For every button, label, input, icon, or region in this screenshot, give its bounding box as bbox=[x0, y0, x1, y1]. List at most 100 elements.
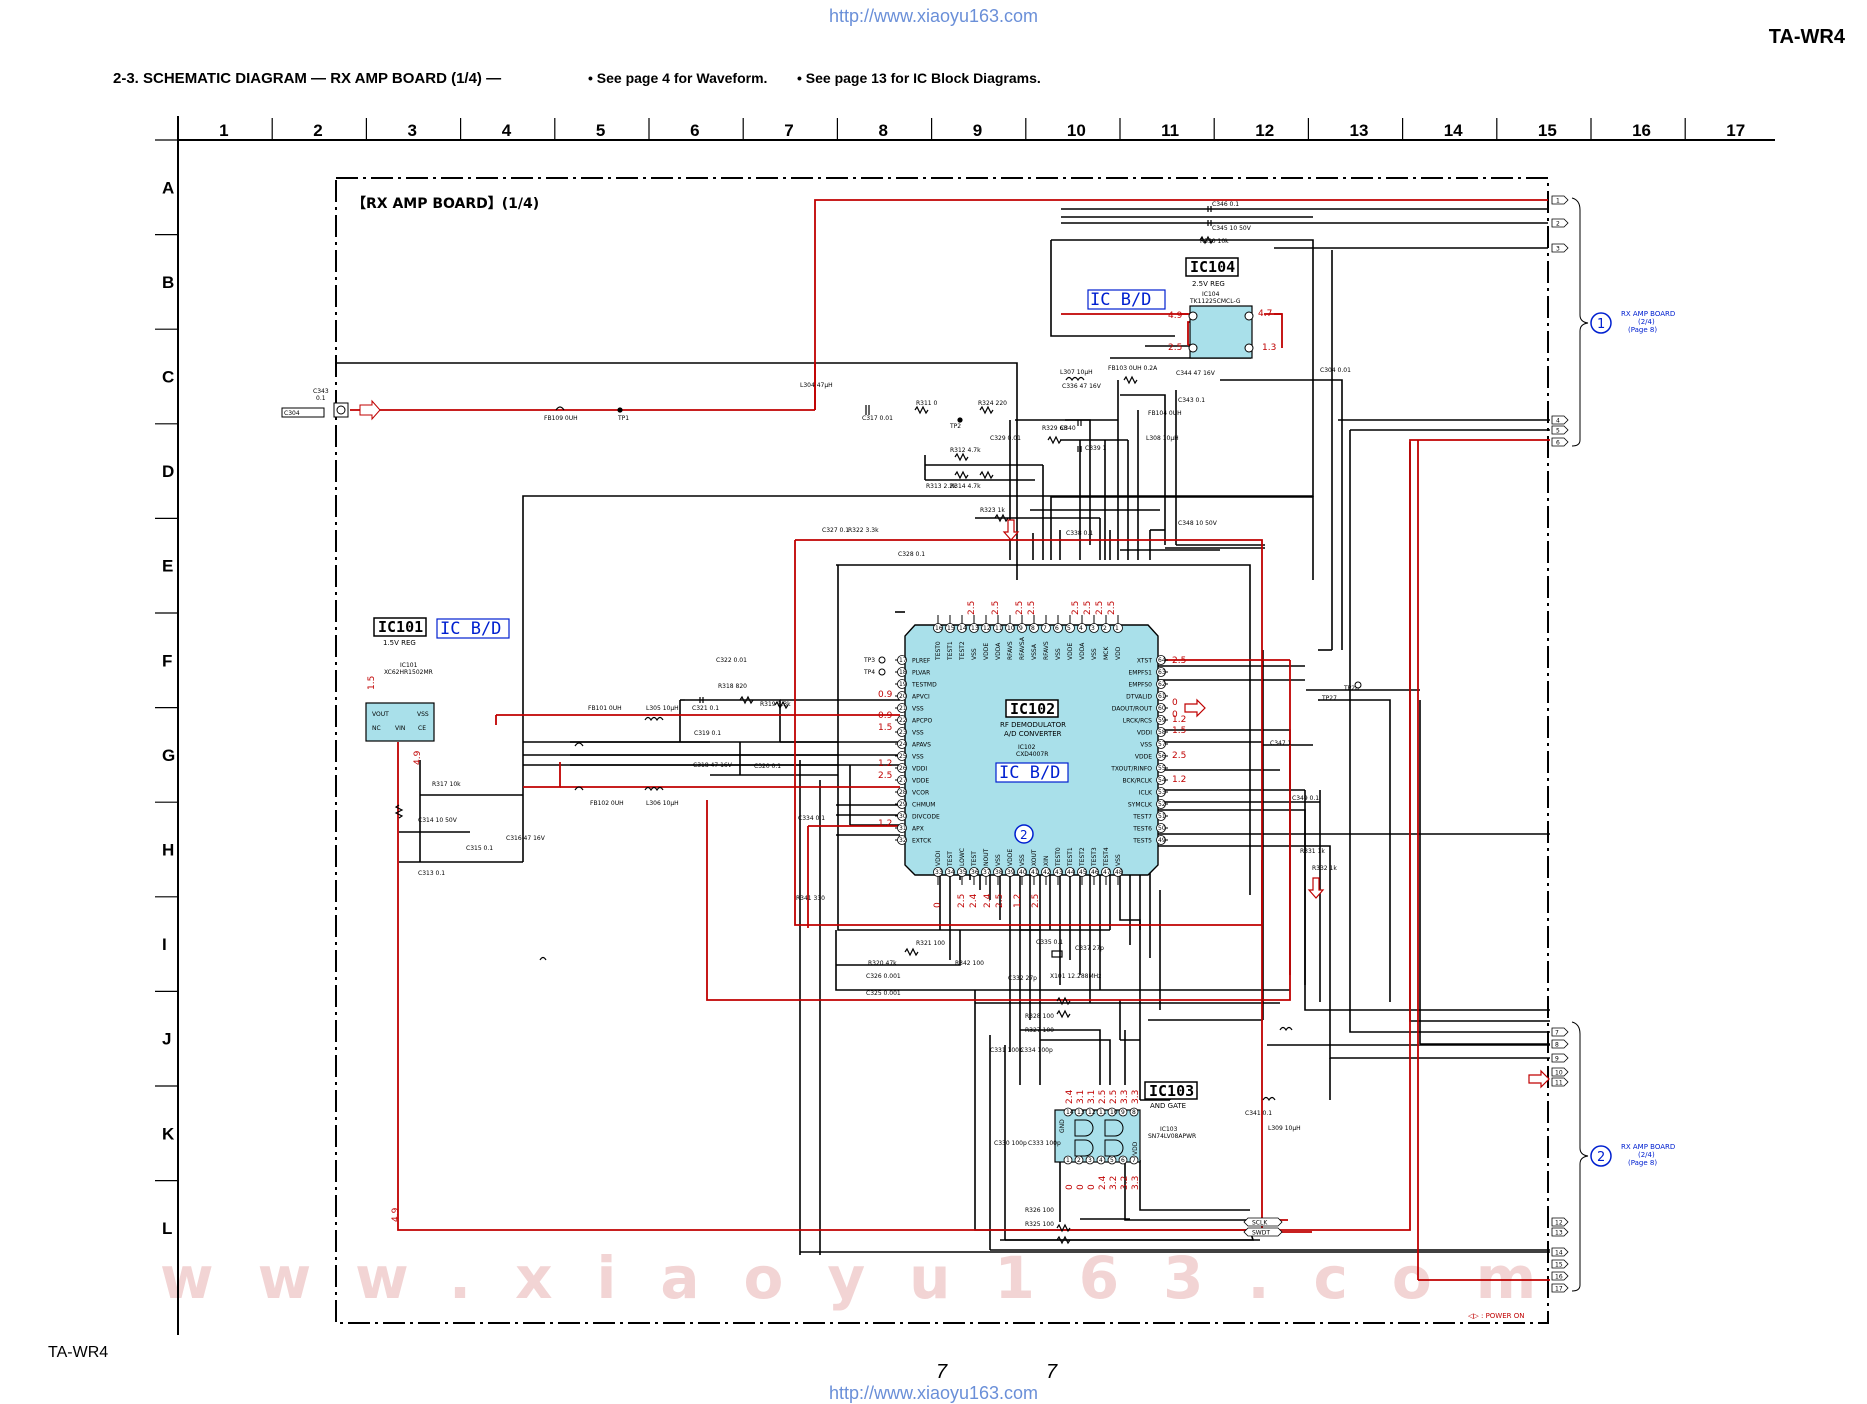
ic102-pin-num: 3 bbox=[1091, 625, 1095, 632]
ic103-desc: AND GATE bbox=[1150, 1102, 1186, 1110]
component-c340: C340 bbox=[1060, 425, 1076, 432]
ic103-pin-num: 12 bbox=[1088, 1109, 1096, 1116]
ic102-pin-vdde: VDDE bbox=[1135, 754, 1152, 761]
component-x101: X101 12.288MHz bbox=[1050, 973, 1101, 980]
ic101-bd-link[interactable]: IC B/D bbox=[440, 619, 501, 639]
voltage-label: 2.5 bbox=[967, 601, 977, 615]
ic104-out-voltage: 2.5 bbox=[1168, 343, 1182, 353]
ic102-left-voltages: 0.90.91.51.22.51.2 bbox=[878, 690, 893, 829]
ic102-pin-test2: TEST2 bbox=[959, 641, 966, 661]
ic102-pin-num: 60 bbox=[1158, 705, 1166, 712]
ic102-pin-num: 26 bbox=[899, 765, 907, 772]
ic102-bd-link[interactable]: IC B/D bbox=[999, 763, 1060, 783]
voltage-label: 2.4 bbox=[969, 893, 979, 908]
grid-col-15: 15 bbox=[1538, 121, 1557, 140]
header-url[interactable]: http://www.xiaoyu163.com bbox=[828, 6, 1039, 26]
grid-row-D: D bbox=[162, 462, 174, 481]
component-r320: R320 47k bbox=[868, 960, 897, 967]
ic102-pin-vss: VSS bbox=[912, 754, 924, 761]
page-number-right: 7 bbox=[1046, 1361, 1058, 1383]
ic101-part: XC62HR1502MR bbox=[384, 669, 433, 676]
voltage-label: 0 bbox=[1087, 1184, 1097, 1190]
grid-col-13: 13 bbox=[1350, 121, 1369, 140]
ic103-pin-num: 3 bbox=[1088, 1157, 1092, 1164]
ic102-pin-empfs0: EMPFS0 bbox=[1128, 682, 1152, 689]
ic102-pin-num: 14 bbox=[959, 625, 967, 632]
ic102-pin-test1: TEST1 bbox=[947, 641, 954, 661]
voltage-label: 0 bbox=[933, 902, 943, 908]
voltage-label: 2.5 bbox=[1172, 751, 1186, 761]
ic102-part: CXD4007R bbox=[1016, 751, 1048, 758]
ic102-pin-daout-rout: DAOUT/ROUT bbox=[1112, 706, 1153, 713]
ic102-pin-num: 34 bbox=[947, 869, 955, 876]
voltage-label: 0 bbox=[1172, 710, 1178, 720]
ic102-pin-num: 43 bbox=[1055, 869, 1063, 876]
ic102-pin-lrck-rcs: LRCK/RCS bbox=[1123, 718, 1152, 725]
component-c318: C318 47 16V bbox=[693, 762, 733, 769]
ic102-pin-vss: VSS bbox=[971, 648, 978, 660]
ic102-pin-chmum: CHMUM bbox=[912, 802, 935, 809]
ic102-pin-rfavs: RFAVS bbox=[1007, 641, 1014, 660]
ic102-pin-apcpo: APCPO bbox=[912, 718, 933, 725]
voltage-label: 2.5 bbox=[1083, 601, 1093, 615]
connector-pin-5: 5 bbox=[1556, 428, 1560, 435]
board-outline bbox=[335, 177, 1549, 1324]
signal-sclk: SCLK bbox=[1252, 1220, 1268, 1227]
component-r324: R324 220 bbox=[978, 400, 1007, 407]
ic102-pin-test7: TEST7 bbox=[1132, 814, 1152, 821]
component-c321: C321 0.1 bbox=[692, 705, 719, 712]
jack-part: C304 bbox=[284, 410, 300, 417]
waveform-note: • See page 4 for Waveform. bbox=[588, 70, 768, 86]
connector-pin-2: 2 bbox=[1556, 221, 1560, 228]
ic102-pin-vss: VSS bbox=[912, 730, 924, 737]
component-c317: C317 0.01 bbox=[862, 415, 893, 422]
footer-url[interactable]: http://www.xiaoyu163.com bbox=[828, 1383, 1039, 1403]
voltage-label: 2.5 bbox=[1027, 601, 1037, 615]
ic104-cnp-voltage: 1.3 bbox=[1262, 343, 1276, 353]
grid-row-J: J bbox=[162, 1030, 171, 1049]
voltage-label: 2.5 bbox=[1031, 894, 1041, 908]
ic102-pin-num: 1 bbox=[1115, 625, 1119, 632]
ic102-pin-vcor: VCOR bbox=[912, 790, 929, 797]
component-r330: R330 10k bbox=[1200, 238, 1229, 245]
voltage-label: 2.5 bbox=[957, 894, 967, 908]
component-c341: C341 0.1 bbox=[1245, 1110, 1272, 1117]
board-label: 【RX AMP BOARD】(1/4) bbox=[352, 196, 539, 212]
component-l309: L309 10μH bbox=[1268, 1125, 1301, 1132]
ic102-pin-num: 63 bbox=[1158, 669, 1166, 676]
ic102-pin-vdde: VDDE bbox=[912, 778, 929, 785]
ic102-pin-num: 64 bbox=[1158, 657, 1166, 664]
component-c339: C339 1 bbox=[1085, 445, 1107, 452]
voltage-label: 2.5 bbox=[878, 771, 892, 781]
ic102-pin-num: 5 bbox=[1067, 625, 1071, 632]
board-ref-2-text: RX AMP BOARD bbox=[1621, 1143, 1675, 1151]
voltage-label: 1.2 bbox=[1013, 894, 1023, 908]
component-tp2: TP2 bbox=[949, 423, 961, 430]
ic102-pin-num: 11 bbox=[995, 625, 1003, 632]
voltage-label: 1.2 bbox=[878, 819, 892, 829]
ic101-ce-voltage: 4.9 bbox=[413, 750, 423, 765]
component-r326: R326 100 bbox=[1025, 1207, 1054, 1214]
voltage-label: 1.5 bbox=[1172, 726, 1186, 736]
grid-row-E: E bbox=[162, 557, 173, 576]
grid-row-L: L bbox=[162, 1219, 172, 1238]
ic102-pin-vddi: VDDI bbox=[912, 766, 927, 773]
ic102-pin-num: 49 bbox=[1158, 837, 1166, 844]
component-r325: R325 100 bbox=[1025, 1221, 1054, 1228]
ic104-bd-link[interactable]: IC B/D bbox=[1090, 290, 1151, 310]
ic102-pin-bck-rclk: BCK/RCLK bbox=[1123, 778, 1154, 785]
component-tp27: TP27 bbox=[1321, 695, 1337, 702]
ic102-pin-test: TEST bbox=[971, 851, 978, 867]
component-tp4: TP4 bbox=[863, 669, 875, 676]
ic102-pin-num: 62 bbox=[1158, 681, 1166, 688]
component-r322: R322 3.3k bbox=[848, 527, 879, 534]
ic102-pin-test0: TEST0 bbox=[935, 641, 942, 661]
ic102-pin-vdde: VDDE bbox=[1067, 643, 1074, 660]
ic102-pin-dtvalid: DTVALID bbox=[1126, 694, 1152, 701]
ic103-pin-num: 11 bbox=[1099, 1109, 1107, 1116]
ic102-pin-num: 32 bbox=[899, 837, 907, 844]
ic104-ref: IC104 bbox=[1202, 291, 1220, 298]
